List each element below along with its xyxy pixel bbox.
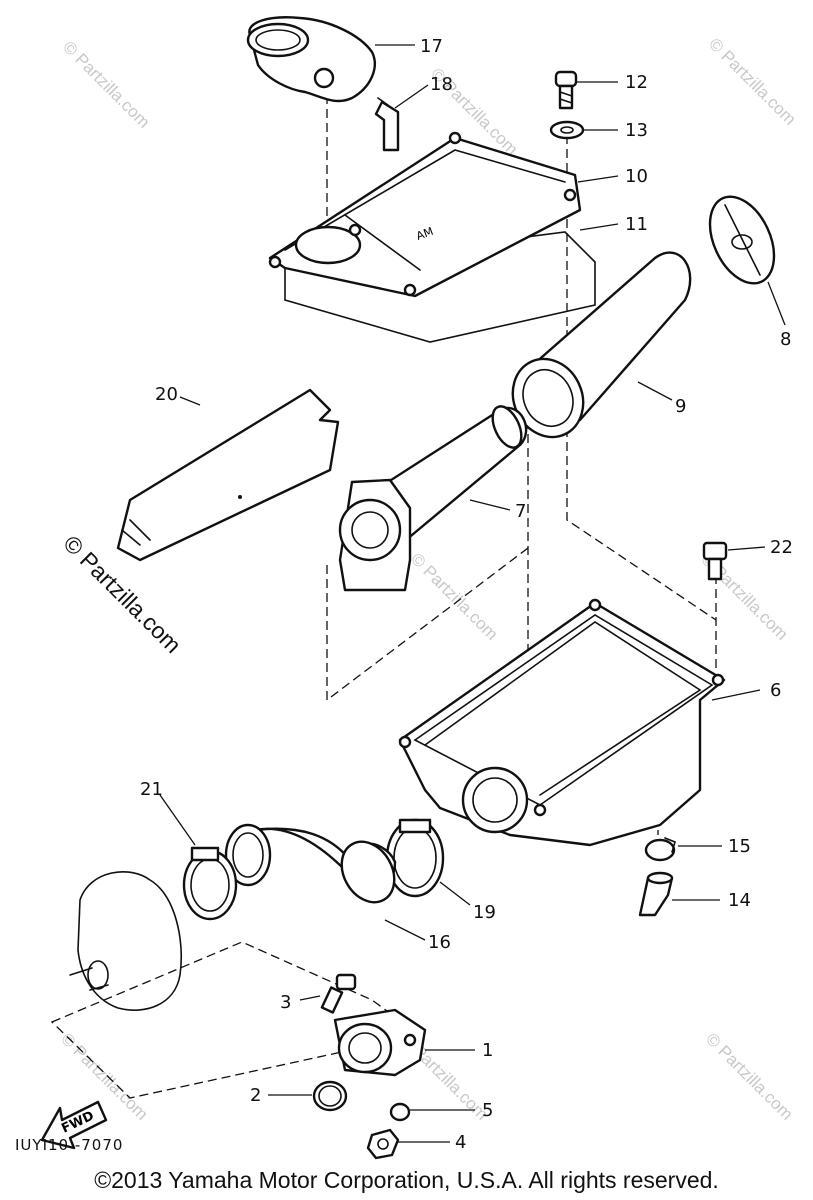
part-13-washer — [549, 120, 585, 140]
callout-19: 19 — [473, 902, 496, 923]
callout-4: 4 — [455, 1132, 466, 1153]
callout-16: 16 — [428, 932, 451, 953]
part-5-washer — [389, 1102, 411, 1122]
part-2-o-ring — [312, 1080, 348, 1112]
part-17-intake-cap — [246, 16, 376, 103]
callout-14: 14 — [728, 890, 751, 911]
part-9-filter-element — [511, 251, 692, 439]
part-3-bolt — [320, 973, 357, 1014]
assembly-lines — [50, 95, 717, 1099]
part-19-clamp — [385, 818, 445, 898]
callout-9: 9 — [675, 396, 686, 417]
callout-21: 21 — [140, 779, 163, 800]
watermark-bottom-left: © Partzilla.com — [57, 1029, 151, 1123]
part-11-gasket — [284, 231, 596, 343]
part-15-clip — [644, 837, 676, 862]
callout-2: 2 — [250, 1085, 261, 1106]
callout-5: 5 — [482, 1100, 493, 1121]
leader-lines — [159, 44, 786, 1143]
part-14-drain — [638, 871, 674, 917]
callout-15: 15 — [728, 836, 751, 857]
callout-12: 12 — [625, 72, 648, 93]
watermark-mid-center: © Partzilla.com — [407, 549, 501, 643]
part-18-breather-elbow — [374, 97, 400, 152]
part-7-joint-tube — [338, 405, 528, 592]
cover-mark: AM — [415, 225, 435, 243]
part-22-bolt — [702, 541, 728, 581]
callout-6: 6 — [770, 680, 781, 701]
part-1-intake-joint — [333, 1008, 427, 1077]
callout-1: 1 — [482, 1040, 493, 1061]
copyright-notice: ©2013 Yamaha Motor Corporation, U.S.A. A… — [94, 1167, 719, 1193]
part-12-screw — [554, 70, 578, 110]
callout-17: 17 — [420, 36, 443, 57]
part-16-intake-hose — [224, 823, 397, 904]
callout-3: 3 — [280, 992, 291, 1013]
callout-8: 8 — [780, 329, 791, 350]
watermark-top-right: © Partzilla.com — [705, 34, 799, 128]
carburetor-outline — [69, 871, 183, 1011]
part-21-clamp — [182, 846, 238, 921]
callout-numbers: 17 18 12 13 10 11 8 9 20 7 22 6 21 15 14… — [140, 36, 793, 1153]
part-4-nut — [366, 1128, 400, 1160]
part-20-plate — [116, 388, 340, 562]
callout-20: 20 — [155, 384, 178, 405]
watermark-bottom-right: © Partzilla.com — [702, 1029, 796, 1123]
callout-18: 18 — [430, 74, 453, 95]
part-10-cover: AM — [268, 131, 582, 298]
callout-7: 7 — [515, 501, 526, 522]
callout-10: 10 — [625, 166, 648, 187]
callout-13: 13 — [625, 120, 648, 141]
part-8-element-cap — [708, 195, 776, 285]
drawing-code: IUYI10 -7070 — [15, 1136, 123, 1154]
callout-22: 22 — [770, 537, 793, 558]
watermark-top-left: © Partzilla.com — [59, 37, 153, 131]
callout-11: 11 — [625, 214, 648, 235]
part-6-filter-case — [398, 598, 726, 847]
